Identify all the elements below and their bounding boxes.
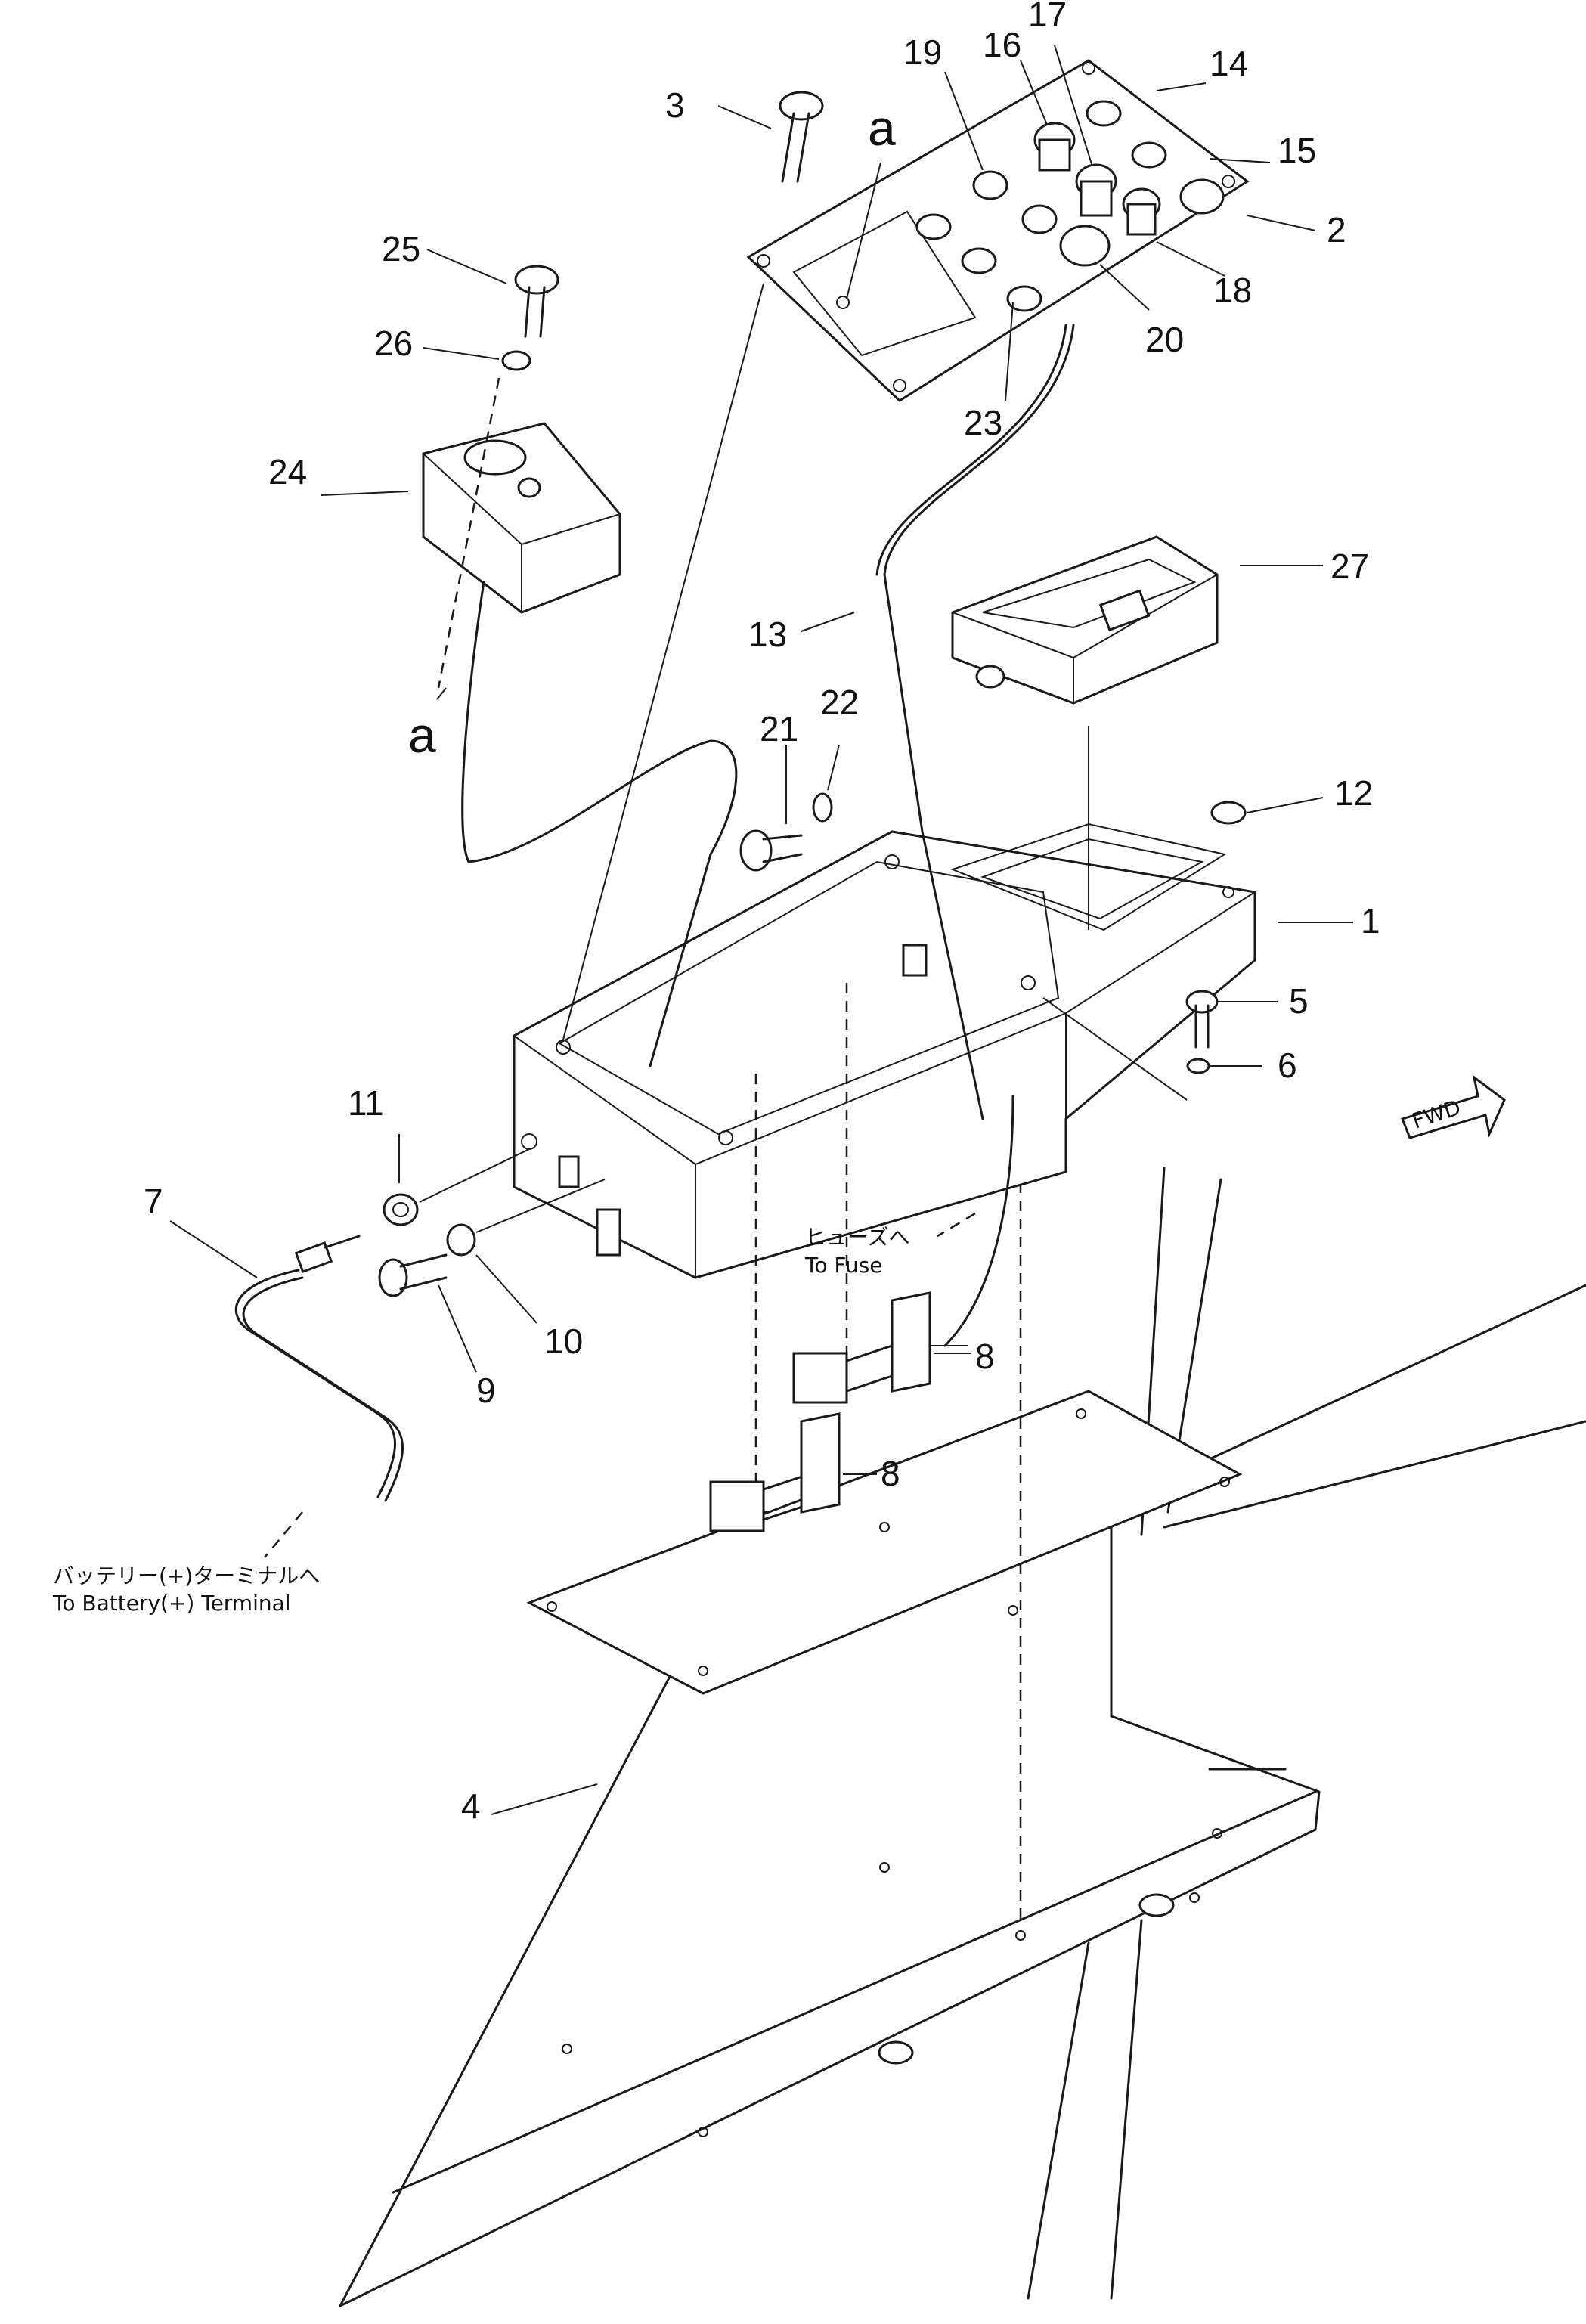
callout-7: 7 [144, 1182, 163, 1221]
callout-14: 14 [1210, 44, 1248, 83]
bolt-3 [562, 91, 824, 1040]
callout-20: 20 [1145, 320, 1184, 359]
bolt-21 [739, 792, 833, 872]
callout-26: 26 [374, 324, 413, 363]
callout-8-lower: 8 [881, 1454, 900, 1493]
callout-17: 17 [1028, 0, 1067, 34]
battery-note-jp: バッテリー(+)ターミナルへ [53, 1563, 320, 1588]
callout-4: 4 [461, 1786, 481, 1826]
reference-a-top: a [868, 100, 896, 156]
wire-harness [883, 324, 1075, 1120]
callout-21: 21 [760, 709, 798, 748]
connector-lower [709, 1412, 841, 1532]
callout-18: 18 [1213, 271, 1252, 310]
buzzer-box [422, 377, 738, 1067]
leader-lines [169, 45, 1353, 1815]
fwd-arrow: FWD [1400, 1074, 1506, 1139]
floor-plate [526, 1390, 1243, 1695]
callout-22: 22 [820, 683, 859, 722]
fuse-note-jp: ヒューズへ [805, 1225, 910, 1250]
callout-15: 15 [1278, 131, 1316, 170]
callout-10: 10 [544, 1322, 583, 1361]
callout-16: 16 [983, 25, 1021, 64]
callout-13: 13 [748, 615, 787, 654]
callout-3: 3 [665, 85, 685, 125]
cap-12 [1210, 801, 1247, 825]
reference-a-left: a [408, 707, 436, 763]
bolt-5 [1042, 990, 1219, 1101]
callout-23: 23 [964, 403, 1002, 442]
connector-upper [792, 1291, 968, 1404]
bolt-25 [501, 265, 559, 371]
battery-note-en: To Battery(+) Terminal [52, 1591, 291, 1616]
cab-floor-frame [339, 1167, 1586, 2307]
callout-11: 11 [348, 1083, 384, 1123]
fuse-note-en: To Fuse [804, 1253, 883, 1278]
switch-panel [746, 59, 1250, 402]
callout-27: 27 [1330, 547, 1369, 586]
callout-12: 12 [1334, 773, 1373, 813]
callout-5: 5 [1289, 981, 1309, 1021]
callout-8-upper: 8 [975, 1337, 995, 1376]
battery-cable [234, 1235, 404, 1558]
callout-numbers: 1 2 3 4 5 6 7 8 8 9 10 11 12 13 14 15 16… [144, 0, 1380, 1826]
callout-25: 25 [382, 229, 420, 268]
main-box [513, 823, 1256, 1279]
bolt-9-washer-10 [378, 1148, 606, 1297]
callout-6: 6 [1278, 1046, 1297, 1085]
callout-19: 19 [903, 33, 942, 72]
callout-2: 2 [1327, 210, 1346, 249]
callout-9: 9 [476, 1371, 496, 1410]
monitor-unit [951, 535, 1219, 930]
callout-24: 24 [268, 452, 307, 491]
callout-1: 1 [1361, 901, 1380, 940]
